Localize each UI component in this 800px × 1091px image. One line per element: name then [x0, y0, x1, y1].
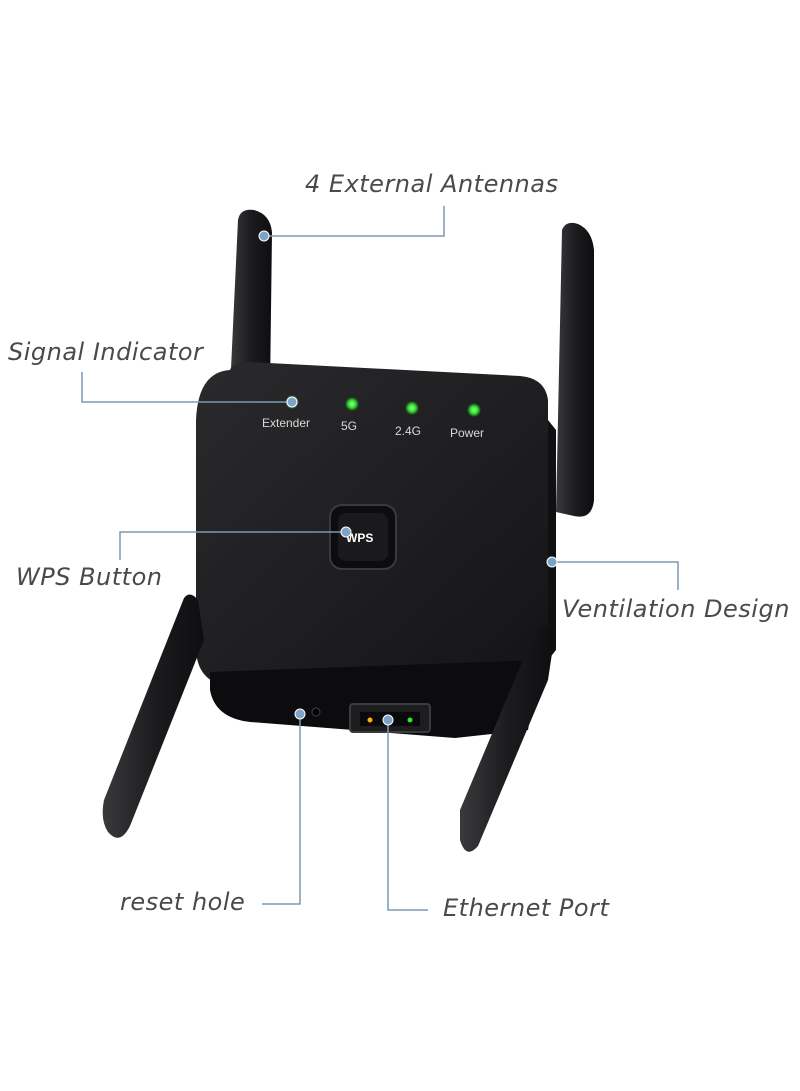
callout-signal: Signal Indicator — [8, 338, 204, 366]
callout-ethernet: Ethernet Port — [443, 894, 610, 922]
led-label-2g4: 2.4G — [395, 424, 421, 438]
leader-signal — [81, 372, 292, 403]
callout-reset: reset hole — [120, 888, 246, 916]
callout-ventilation: Ventilation Design — [562, 595, 790, 623]
antenna-back-left — [230, 209, 272, 390]
leader-ventilation — [552, 561, 679, 590]
led-2g4 — [405, 401, 419, 415]
leader-antennas — [264, 206, 445, 237]
led-5g — [345, 397, 359, 411]
led-label-power: Power — [450, 426, 484, 440]
leader-lines — [81, 206, 679, 911]
callout-wps: WPS Button — [16, 563, 163, 591]
antenna-front-right — [460, 625, 554, 852]
leader-ethernet — [387, 720, 428, 911]
led-label-extender: Extender — [262, 416, 310, 430]
reset-hole — [311, 707, 321, 717]
leader-reset — [262, 714, 301, 905]
wps-label: WPS — [346, 531, 373, 545]
antenna-front-left — [102, 594, 204, 838]
leader-dots — [258, 230, 558, 726]
callout-antennas: 4 External Antennas — [305, 170, 559, 198]
led-label-5g: 5G — [341, 419, 357, 433]
device-bottom — [210, 660, 540, 738]
leader-wps — [119, 531, 346, 560]
antenna-back-right — [556, 222, 594, 517]
led-power — [467, 403, 481, 417]
